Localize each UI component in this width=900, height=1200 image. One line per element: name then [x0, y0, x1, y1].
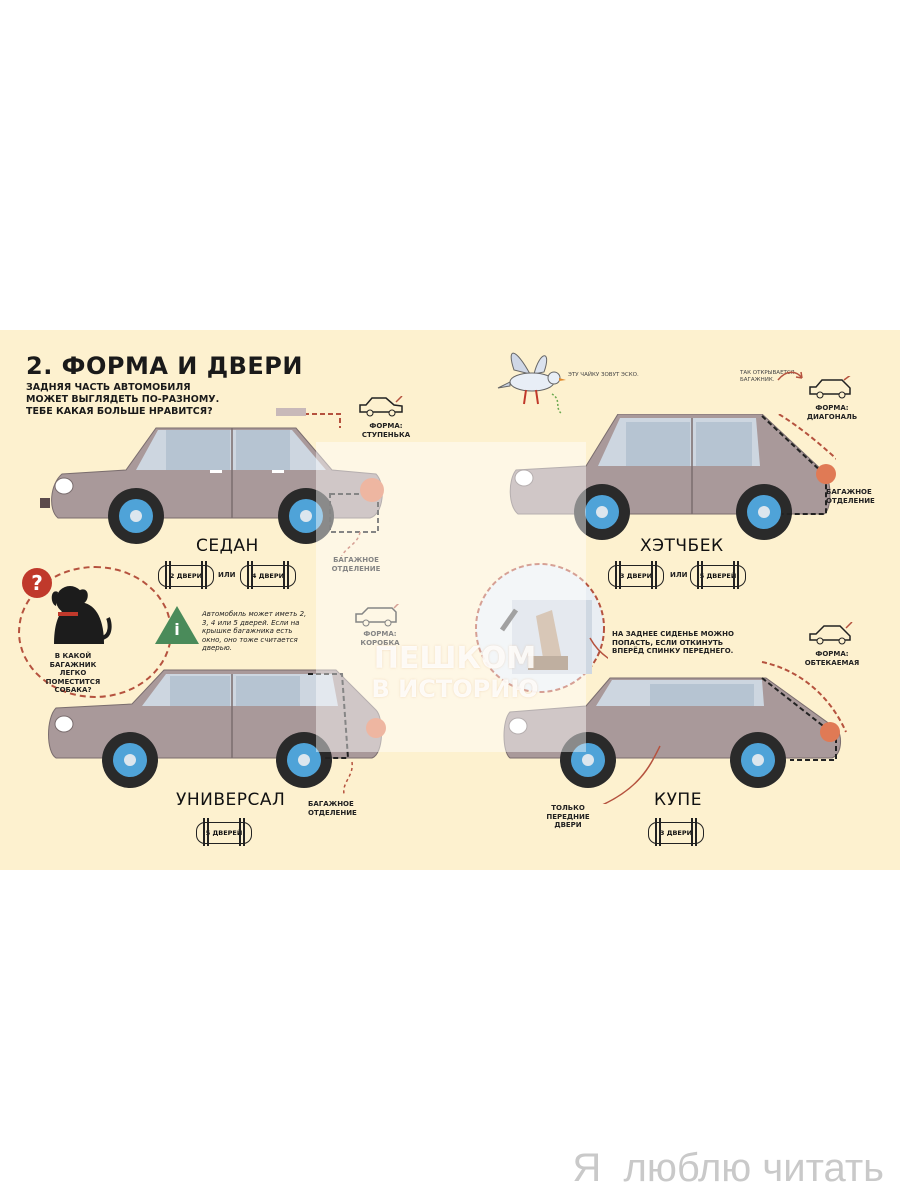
- wagon-trunk-label: БАГАЖНОЕ ОТДЕЛЕНИЕ: [308, 800, 357, 817]
- page-title: 2. ФОРМА И ДВЕРИ: [26, 352, 303, 380]
- coupe-front-doors-note: ТОЛЬКО ПЕРЕДНИЕ ДВЕРИ: [546, 804, 590, 829]
- hatchback-open-note: ТАК ОТКРЫВАЕТСЯ БАГАЖНИК.: [740, 370, 795, 383]
- info-badge: [155, 606, 199, 644]
- hatchback-trunk-label: БАГАЖНОЕ ОТДЕЛЕНИЕ: [826, 488, 875, 505]
- coupe-name: КУПЕ: [654, 790, 702, 810]
- seagull-caption: ЭТУ ЧАЙКУ ЗОВУТ ЭСКО.: [568, 372, 639, 378]
- sedan-or-label: ИЛИ: [218, 571, 236, 579]
- sedan-door-option-2: 4 ДВЕРИ: [240, 561, 296, 589]
- curved-arrow-icon: [777, 371, 803, 381]
- book-spread: 2. ФОРМА И ДВЕРИ ЗАДНЯЯ ЧАСТЬ АВТОМОБИЛЯ…: [0, 330, 900, 870]
- watermark-text: ПЕШКОМ В ИСТОРИЮ: [330, 644, 580, 704]
- wagon-silhouette-icon: [355, 604, 400, 627]
- hatchback-name: ХЭТЧБЕК: [640, 536, 724, 556]
- sedan-trunk-label: БАГАЖНОЕ ОТДЕЛЕНИЕ: [331, 556, 381, 573]
- dog-icon: [51, 586, 112, 644]
- info-icon: i: [174, 620, 180, 639]
- seat-note: НА ЗАДНЕЕ СИДЕНЬЕ МОЖНО ПОПАСТЬ, ЕСЛИ ОТ…: [612, 630, 734, 655]
- watermark-line-1: ПЕШКОМ: [373, 641, 537, 676]
- sedan-car-illustration: [40, 408, 384, 556]
- wagon-shape-label: ФОРМА: КОРОБКА: [360, 630, 400, 647]
- wagon-name: УНИВЕРСАЛ: [176, 790, 286, 810]
- sedan-door-option-1: 2 ДВЕРИ: [158, 561, 214, 589]
- wagon-car-illustration: [48, 669, 386, 795]
- sedan-shape-label: ФОРМА: СТУПЕНЬКА: [361, 422, 411, 439]
- info-note: Автомобиль может иметь 2, 3, 4 или 5 две…: [202, 610, 307, 652]
- dog-question-note: В КАКОЙ БАГАЖНИК ЛЕГКО ПОМЕСТИТСЯ СОБАКА…: [45, 652, 101, 694]
- coupe-silhouette-icon: [809, 622, 853, 645]
- sedan-silhouette-icon: [359, 396, 403, 417]
- hatchback-door-option-2: 5 ДВЕРЕЙ: [690, 561, 746, 589]
- sedan-name: СЕДАН: [196, 536, 259, 556]
- footer-logo-text: Я люблю читать: [572, 1146, 884, 1190]
- coupe-car-illustration: [503, 661, 847, 804]
- watermark-panel: [316, 442, 586, 752]
- coupe-shape-label: ФОРМА: ОБТЕКАЕМАЯ: [804, 650, 860, 667]
- coupe-door-option-1: 3 ДВЕРИ: [648, 818, 704, 846]
- hatchback-silhouette-icon: [809, 376, 851, 399]
- wagon-door-option-1: 5 ДВЕРЕЙ: [196, 818, 252, 846]
- question-badge: ?: [22, 568, 52, 598]
- hatchback-door-option-1: 3 ДВЕРИ: [608, 561, 664, 589]
- hatchback-or-label: ИЛИ: [670, 571, 688, 579]
- seat-zoom-illustration: [475, 563, 608, 693]
- hatchback-shape-label: ФОРМА: ДИАГОНАЛЬ: [806, 404, 858, 421]
- watermark-line-2: В ИСТОРИЮ: [371, 675, 539, 703]
- page-subtitle: ЗАДНЯЯ ЧАСТЬ АВТОМОБИЛЯ МОЖЕТ ВЫГЛЯДЕТЬ …: [26, 382, 220, 417]
- seagull-icon: [497, 352, 566, 415]
- hatchback-car-illustration: [509, 414, 836, 540]
